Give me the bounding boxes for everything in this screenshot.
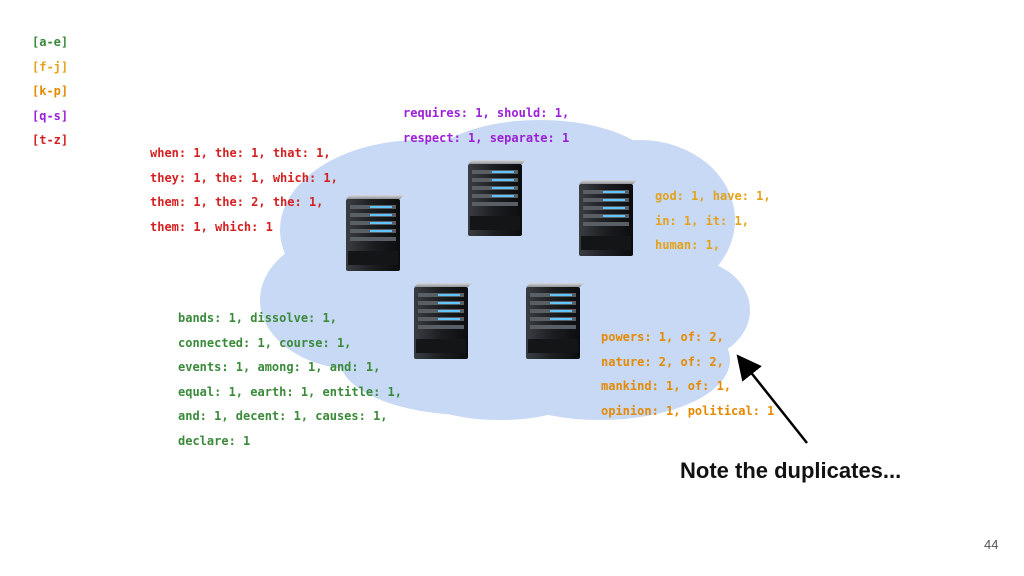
legend-k-p: [k-p] bbox=[32, 84, 69, 98]
group-line: powers: 1, of: 2, bbox=[601, 330, 724, 344]
group-line: events: 1, among: 1, and: 1, bbox=[178, 360, 381, 374]
group-line: respect: 1, separate: 1 bbox=[403, 130, 570, 145]
group-line: equal: 1, earth: 1, entitle: 1, bbox=[178, 384, 402, 399]
group-line: nature: 2, of: 2, bbox=[601, 354, 724, 369]
legend-a-e: [a-e] bbox=[32, 35, 69, 49]
group-line: bands: 1, dissolve: 1, bbox=[178, 311, 337, 325]
group-t-z: when: 1, the: 1, that: 1, they: 1, the: … bbox=[150, 146, 338, 244]
legend-f-j: [f-j] bbox=[32, 59, 69, 74]
group-line: them: 1, the: 2, the: 1, bbox=[150, 195, 324, 209]
group-line: human: 1, bbox=[655, 238, 721, 252]
legend-t-z: [t-z] bbox=[32, 133, 69, 147]
legend: [a-e] [f-j] [k-p] [q-s] [t-z] bbox=[32, 35, 68, 158]
group-line: opinion: 1, political: 1 bbox=[601, 403, 775, 418]
legend-q-s: [q-s] bbox=[32, 108, 69, 123]
group-line: requires: 1, should: 1, bbox=[403, 106, 570, 120]
note-text: Note the duplicates... bbox=[680, 458, 902, 483]
group-line: them: 1, which: 1 bbox=[150, 219, 273, 234]
group-line: connected: 1, course: 1, bbox=[178, 335, 352, 350]
group-line: and: 1, decent: 1, causes: 1, bbox=[178, 409, 388, 423]
group-line: declare: 1 bbox=[178, 433, 251, 448]
group-k-p: powers: 1, of: 2, nature: 2, of: 2, mank… bbox=[601, 330, 774, 428]
page-number: 44 bbox=[984, 537, 999, 552]
group-line: they: 1, the: 1, which: 1, bbox=[150, 170, 338, 185]
group-line: when: 1, the: 1, that: 1, bbox=[150, 146, 331, 160]
group-line: god: 1, have: 1, bbox=[655, 189, 771, 203]
group-f-j: god: 1, have: 1, in: 1, it: 1, human: 1, bbox=[655, 189, 771, 263]
group-line: in: 1, it: 1, bbox=[655, 213, 749, 228]
group-line: mankind: 1, of: 1, bbox=[601, 379, 732, 393]
group-a-e: bands: 1, dissolve: 1, connected: 1, cou… bbox=[178, 311, 402, 458]
group-q-s: requires: 1, should: 1, respect: 1, sepa… bbox=[403, 106, 569, 155]
